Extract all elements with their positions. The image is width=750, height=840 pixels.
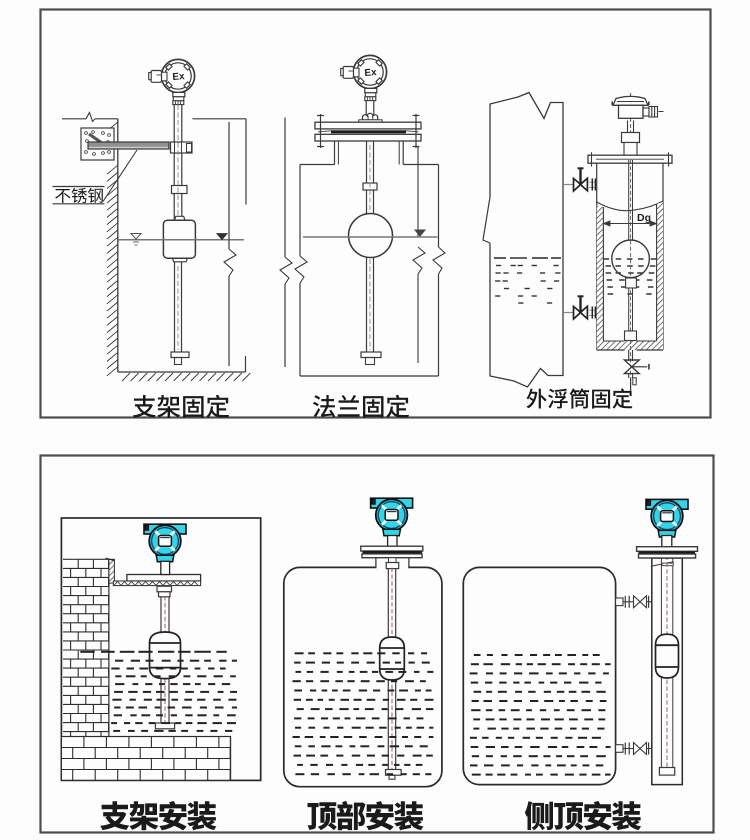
svg-text:Dg: Dg — [637, 212, 651, 224]
svg-text:Ex: Ex — [172, 71, 185, 83]
svg-text:Ex: Ex — [364, 67, 377, 79]
